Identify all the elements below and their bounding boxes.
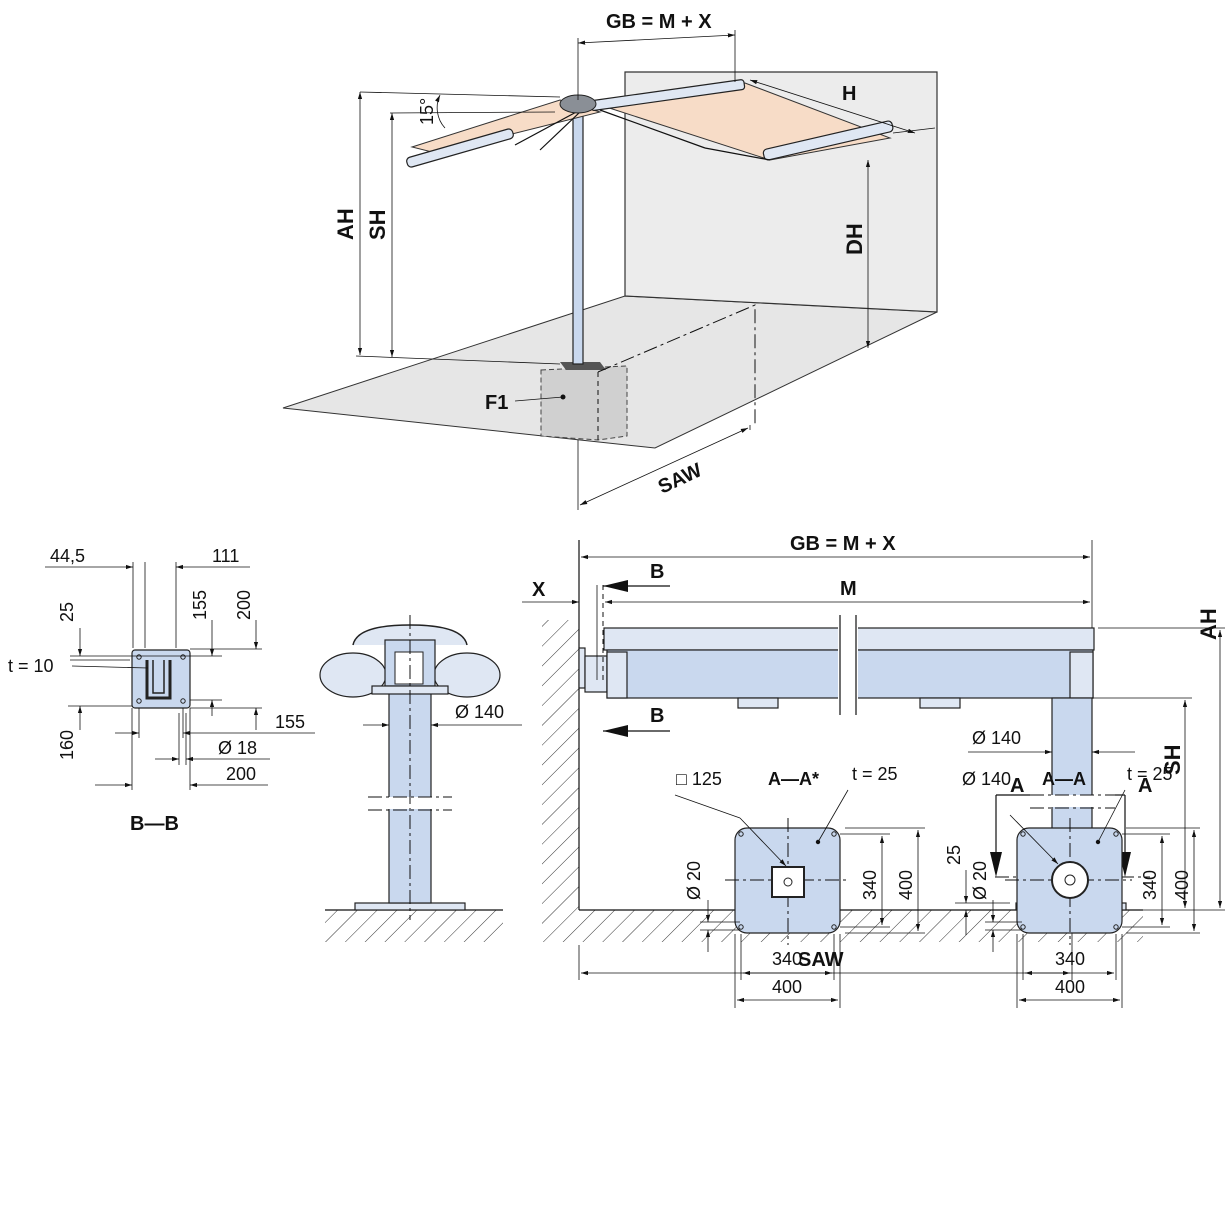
bb-thickness: t = 10: [8, 656, 54, 676]
side-ground: [325, 910, 503, 942]
isometric-view: GB = M + X H AH SH 15° DH F1 SAW: [282, 11, 938, 510]
front-b-bottom: B: [650, 705, 664, 727]
iso-dh-label: DH: [842, 223, 867, 255]
plate2-title: A—A: [1042, 769, 1086, 789]
iso-angle-label: 15°: [417, 98, 437, 125]
front-m-label: M: [840, 578, 857, 600]
bb-hole-dia: Ø 18: [218, 738, 257, 758]
bb-dim-160: 160: [57, 730, 77, 760]
plate1-w400: 400: [772, 977, 802, 997]
plate2-h400: 400: [1172, 870, 1192, 900]
plate2-w340: 340: [1055, 949, 1085, 969]
plate1-square-label: □ 125: [676, 769, 722, 789]
bb-dim-25: 25: [57, 602, 77, 622]
plate-round-post: t = 25 A—A Ø 140 Ø 20 340 400 340 400: [962, 764, 1200, 1008]
bb-dim-111: 111: [212, 546, 239, 566]
plate2-thickness: t = 25: [1127, 764, 1173, 784]
bb-dim-155-h: 155: [275, 712, 305, 732]
front-wall: [542, 620, 579, 910]
iso-gb-label: GB = M + X: [606, 11, 712, 33]
bb-section: 44,5 111 25 155 200 160 t = 10 155 Ø 18: [8, 546, 315, 835]
bb-dim-200-h: 200: [226, 764, 256, 784]
front-a-right: A: [1138, 775, 1152, 797]
front-x-label: X: [532, 579, 546, 601]
plate1-h340: 340: [860, 870, 880, 900]
iso-sh-label: SH: [365, 209, 390, 240]
front-post-dia: Ø 140: [972, 728, 1021, 748]
front-sh-label: SH: [1160, 744, 1185, 775]
bb-dim-200-v: 200: [234, 590, 254, 620]
front-b-top: B: [650, 561, 664, 583]
iso-post: [572, 107, 584, 365]
plate2-h340: 340: [1140, 870, 1160, 900]
plate2-hole-dia: Ø 20: [970, 861, 990, 900]
front-gb-label: GB = M + X: [790, 533, 896, 555]
plate-square-post: t = 25 A—A* □ 125 Ø 20 340 400 340 400: [674, 764, 925, 1008]
side-post-dia: Ø 140: [455, 702, 504, 722]
plate2-round-post: [1051, 861, 1089, 899]
bb-dim-44-5: 44,5: [50, 546, 85, 566]
front-a-left: A: [1010, 775, 1024, 797]
plate1-w340: 340: [772, 949, 802, 969]
bb-title: B—B: [130, 813, 179, 835]
iso-foundation: [540, 362, 628, 441]
front-dim-25: 25: [944, 845, 964, 865]
bb-dim-155-v: 155: [190, 590, 210, 620]
iso-saw-label: SAW: [655, 459, 706, 498]
iso-awning-left: [410, 99, 602, 154]
plate1-h400: 400: [896, 870, 916, 900]
plate2-post-dia: Ø 140: [962, 769, 1011, 789]
iso-ah-label: AH: [333, 208, 358, 240]
side-view: Ø 140: [319, 615, 522, 942]
plate1-hole-dia: Ø 20: [684, 861, 704, 900]
front-ah-label: AH: [1196, 608, 1221, 640]
iso-f1-label: F1: [485, 392, 508, 414]
plate1-square-post: [771, 866, 805, 898]
front-saw-label: SAW: [798, 949, 844, 971]
plate1-title: A—A*: [768, 769, 819, 789]
plate1-thickness: t = 25: [852, 764, 898, 784]
plate2-w400: 400: [1055, 977, 1085, 997]
iso-h-label: H: [842, 83, 856, 105]
